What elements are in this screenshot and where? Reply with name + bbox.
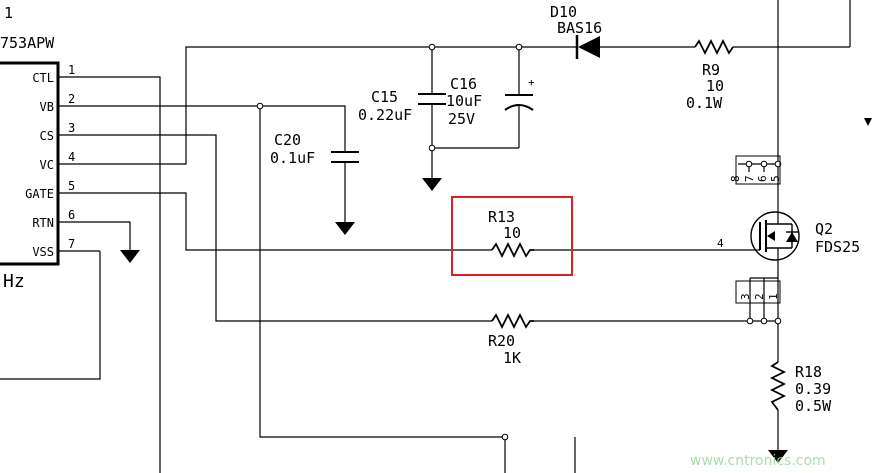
r9-power: 0.1W — [686, 94, 723, 112]
capacitor-c16: + C16 10uF 25V — [446, 75, 535, 128]
r18-ref: R18 — [795, 363, 822, 381]
junction-q2-d1 — [745, 160, 753, 168]
resistor-icon — [769, 361, 787, 411]
pin-cs-num: 3 — [68, 121, 75, 135]
pin-cs-name: CS — [40, 129, 54, 143]
ic-u1: 1 753APW Hz CTL VB CS VC GATE RTN VSS 1 … — [0, 4, 100, 292]
pin-vss-name: VSS — [32, 245, 54, 259]
ground-icon — [864, 118, 872, 126]
ground-icon — [422, 178, 442, 191]
d10-ref: D10 — [550, 3, 577, 21]
pin-gate-num: 5 — [68, 179, 75, 193]
wire-gate — [100, 192, 492, 251]
wire-vb — [100, 105, 506, 473]
junction-c16-top — [515, 43, 523, 51]
diode-icon — [578, 36, 600, 58]
resistor-icon — [491, 241, 534, 259]
ic-part: 753APW — [0, 34, 55, 52]
pin-ctl-num: 1 — [68, 63, 75, 77]
q2-part: FDS25 — [815, 238, 860, 256]
c16-polarity: + — [528, 76, 535, 89]
r20-ref: R20 — [488, 332, 515, 350]
c16-voltage: 25V — [448, 110, 475, 128]
junction-q2-d3 — [774, 160, 782, 168]
q2-pin6: 6 — [756, 175, 769, 182]
wire-rtn — [100, 221, 131, 250]
q2-drain-pin-box — [735, 155, 781, 185]
junction-c15-bottom — [428, 144, 436, 152]
c15-ref: C15 — [371, 88, 398, 106]
ground-icon — [120, 250, 140, 263]
watermark: www.cntronics.com — [690, 453, 826, 469]
r9-ref: R9 — [702, 61, 720, 79]
resistor-r9: R9 10 0.1W — [686, 38, 734, 112]
junction-q2-s2 — [760, 317, 768, 325]
c16-value: 10uF — [446, 92, 482, 110]
r20-value: 1K — [503, 349, 521, 367]
wire-vc — [100, 46, 578, 165]
pin-rtn-num: 6 — [68, 208, 75, 222]
wire-vss — [0, 251, 101, 380]
capacitor-curved-plate — [504, 104, 534, 111]
grounds — [120, 118, 872, 463]
q2-pin3: 3 — [739, 293, 752, 300]
resistor-icon — [491, 312, 534, 330]
junction-q2-d2 — [760, 160, 768, 168]
ic-freq: Hz — [3, 271, 25, 292]
q2-source-pin-box — [735, 280, 781, 304]
q2-pin1: 1 — [767, 293, 780, 300]
q2-pin7: 7 — [743, 175, 756, 182]
pin-vc-name: VC — [40, 158, 54, 172]
q2-pin5: 5 — [769, 175, 782, 182]
highlight-box — [451, 196, 573, 276]
resistor-r18: R18 0.39 0.5W — [769, 361, 832, 415]
capacitor-c20: C20 0.1uF — [270, 131, 359, 222]
c15-value: 0.22uF — [358, 106, 412, 124]
pin-vc-num: 4 — [68, 150, 75, 164]
junction-c15-top — [428, 43, 436, 51]
c20-ref: C20 — [274, 131, 301, 149]
r9-value: 10 — [706, 77, 724, 95]
c16-ref: C16 — [450, 75, 477, 93]
resistor-icon — [694, 38, 734, 56]
mosfet-icon — [750, 211, 800, 261]
q2-pin2: 2 — [753, 293, 766, 300]
diode-d10: D10 BAS16 — [550, 3, 622, 59]
junction-vb — [256, 102, 264, 110]
r18-value: 0.39 — [795, 380, 831, 398]
pin-rtn-name: RTN — [32, 216, 54, 230]
r13-ref: R13 — [488, 208, 515, 226]
r18-power: 0.5W — [795, 397, 832, 415]
junctions — [256, 43, 782, 441]
pin-vss-num: 7 — [68, 237, 75, 251]
q2-ref: Q2 — [815, 220, 833, 238]
wire-c20 — [260, 105, 346, 152]
q2-arrow-icon — [767, 231, 775, 241]
pin-ctl-name: CTL — [32, 71, 54, 85]
junction-bottom — [501, 433, 509, 441]
resistor-r20: R20 1K — [488, 312, 534, 367]
capacitor-c15: C15 0.22uF — [358, 88, 446, 124]
ground-icon — [335, 222, 355, 235]
pin-vb-name: VB — [40, 100, 54, 114]
wire-cs — [100, 134, 492, 322]
wire-ctl — [100, 76, 161, 473]
r13-value: 10 — [503, 224, 521, 242]
junction-q2-s1 — [746, 317, 754, 325]
wires — [0, 0, 851, 473]
q2-diode-icon — [786, 232, 798, 242]
q2-pin8: 8 — [729, 175, 742, 182]
c20-value: 0.1uF — [270, 149, 315, 167]
ground-icon — [768, 450, 788, 463]
ic-ref: 1 — [4, 4, 13, 22]
pin-vb-num: 2 — [68, 92, 75, 106]
d10-part: BAS16 — [557, 19, 602, 37]
resistor-r13: R13 10 — [451, 196, 573, 276]
mosfet-q2: 8 7 6 5 3 2 1 4 Q2 FDS25 — [717, 155, 860, 304]
q2-gate-pin: 4 — [717, 237, 724, 250]
junction-q2-s3 — [774, 317, 782, 325]
pin-gate-name: GATE — [25, 187, 54, 201]
